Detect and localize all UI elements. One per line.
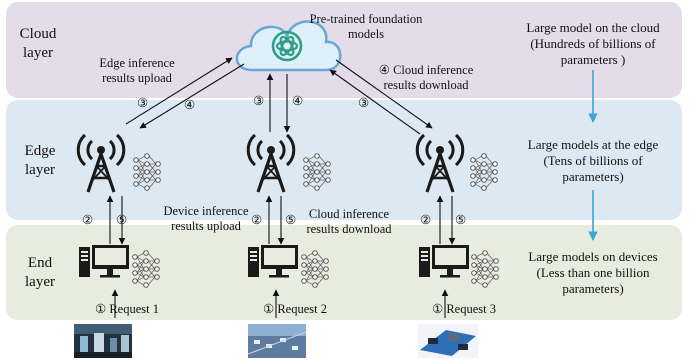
sidebar-cloud-line1: Large model on the cloud [526,20,660,35]
request-photo-3 [418,324,478,358]
step-4-edge2: ④ [292,94,304,108]
sidebar-end-line1: Large models on devices [528,249,658,264]
arrow-cloud-to-edge3 [335,59,433,129]
sidebar-end-desc: Large models on devices (Less than one b… [505,249,681,297]
cloud-model-label: Pre-trained foundation models [296,12,436,42]
edge-layer-label-line2: layer [25,162,55,178]
step-5-device2: ⑤ [285,213,297,227]
edge-upload-annotation: Edge inference results upload [82,56,192,86]
request-2-label: ① Request 2 [263,302,327,316]
step-4-edge1: ④ [184,98,196,112]
step-3-edge1: ③ [137,96,149,110]
cloud-layer-label-line2: layer [23,45,53,61]
edge-upload-line1: Edge inference [99,56,175,70]
sidebar-edge-line3: parameters) [562,169,624,184]
step-3-edge3: ③ [358,96,370,110]
cloud-download-mid-annotation: Cloud inference results download [294,207,404,237]
sidebar-edge-desc: Large models at the edge (Tens of billio… [505,137,681,185]
request-photo-1 [74,324,132,358]
step-2-device1: ② [82,213,94,227]
device-upload-line1: Device inference [163,204,249,218]
end-layer-label-line1: End [27,255,53,271]
cloud-download-mid-line1: Cloud inference [308,207,390,221]
step-5-device1: ⑤ [116,213,128,227]
edge-upload-line2: results upload [102,71,172,85]
edge-layer-band [6,100,682,220]
sidebar-end-line3: parameters) [562,281,624,296]
step-5-device3: ⑤ [455,213,467,227]
end-layer-label-line2: layer [25,274,55,290]
step-2-device2: ② [251,213,263,227]
cloud-layer-label: Cloud layer [8,25,68,63]
request-1-label: ① Request 1 [95,302,159,316]
end-layer-band [6,225,682,320]
device-upload-line2: results upload [171,219,241,233]
device-upload-annotation: Device inference results upload [150,204,262,234]
cloud-download-mid-line2: results download [306,222,392,236]
sidebar-cloud-line3: parameters ) [560,52,626,67]
arrow-edge3-to-cloud [329,69,421,135]
end-layer-label: End layer [10,254,70,292]
sidebar-end-line2: (Less than one billion [536,265,650,280]
cloud-download-annotation: ④ Cloud inference results download [362,63,490,93]
edge-layer-label: Edge layer [10,142,70,180]
sidebar-cloud-desc: Large model on the cloud (Hundreds of bi… [505,20,681,68]
step-2-device3: ② [420,213,432,227]
openai-logo-icon [271,30,303,62]
cloud-layer-band [6,2,682,98]
arrow-cloud-to-edge1 [139,63,245,129]
step-3-edge2: ③ [253,94,265,108]
cloud-download-line1: ④ Cloud inference [378,63,474,77]
cloud-model-label-line1: Pre-trained foundation [309,12,423,26]
request-3-label: ① Request 3 [432,302,496,316]
arrow-edge1-to-cloud [125,57,233,125]
sidebar-edge-line1: Large models at the edge [527,137,659,152]
cloud-download-line2: results download [383,78,469,92]
sidebar-edge-line2: (Tens of billions of [543,153,643,168]
sidebar-cloud-line2: (Hundreds of billions of [530,36,656,51]
edge-layer-label-line1: Edge [24,143,56,159]
cloud-model-label-line2: models [347,27,385,41]
cloud-layer-label-line1: Cloud [19,26,57,42]
request-photo-2 [247,324,307,358]
